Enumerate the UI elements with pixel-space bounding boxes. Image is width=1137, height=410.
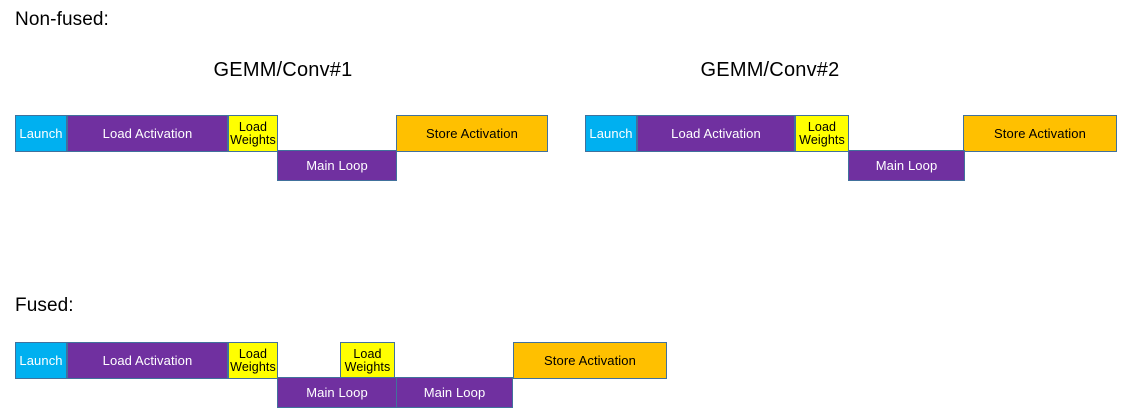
timeline-block-weights: Load Weights bbox=[228, 342, 278, 379]
group-title-gemm-conv-2: GEMM/Conv#2 bbox=[700, 59, 840, 81]
timeline-block-store: Store Activation bbox=[513, 342, 667, 379]
timeline-block-mainloop: Main Loop bbox=[277, 150, 397, 181]
timeline-block-store: Store Activation bbox=[963, 115, 1117, 152]
timeline-block-mainloop: Main Loop bbox=[848, 150, 965, 181]
timeline-block-store: Store Activation bbox=[396, 115, 548, 152]
timeline-block-activation: Load Activation bbox=[67, 342, 228, 379]
timeline-block-launch: Launch bbox=[15, 342, 67, 379]
group-title-gemm-conv-1: GEMM/Conv#1 bbox=[213, 59, 353, 81]
timeline-block-mainloop: Main Loop bbox=[396, 377, 513, 408]
timeline-block-weights: Load Weights bbox=[795, 115, 849, 152]
timeline-block-weights: Load Weights bbox=[228, 115, 278, 152]
timeline-block-mainloop: Main Loop bbox=[277, 377, 397, 408]
timeline-block-activation: Load Activation bbox=[67, 115, 228, 152]
section-label-fused: Fused: bbox=[15, 295, 74, 316]
timeline-block-weights: Load Weights bbox=[340, 342, 395, 379]
timeline-block-activation: Load Activation bbox=[637, 115, 795, 152]
section-label-non-fused: Non-fused: bbox=[15, 9, 109, 30]
timeline-block-launch: Launch bbox=[15, 115, 67, 152]
timeline-block-launch: Launch bbox=[585, 115, 637, 152]
